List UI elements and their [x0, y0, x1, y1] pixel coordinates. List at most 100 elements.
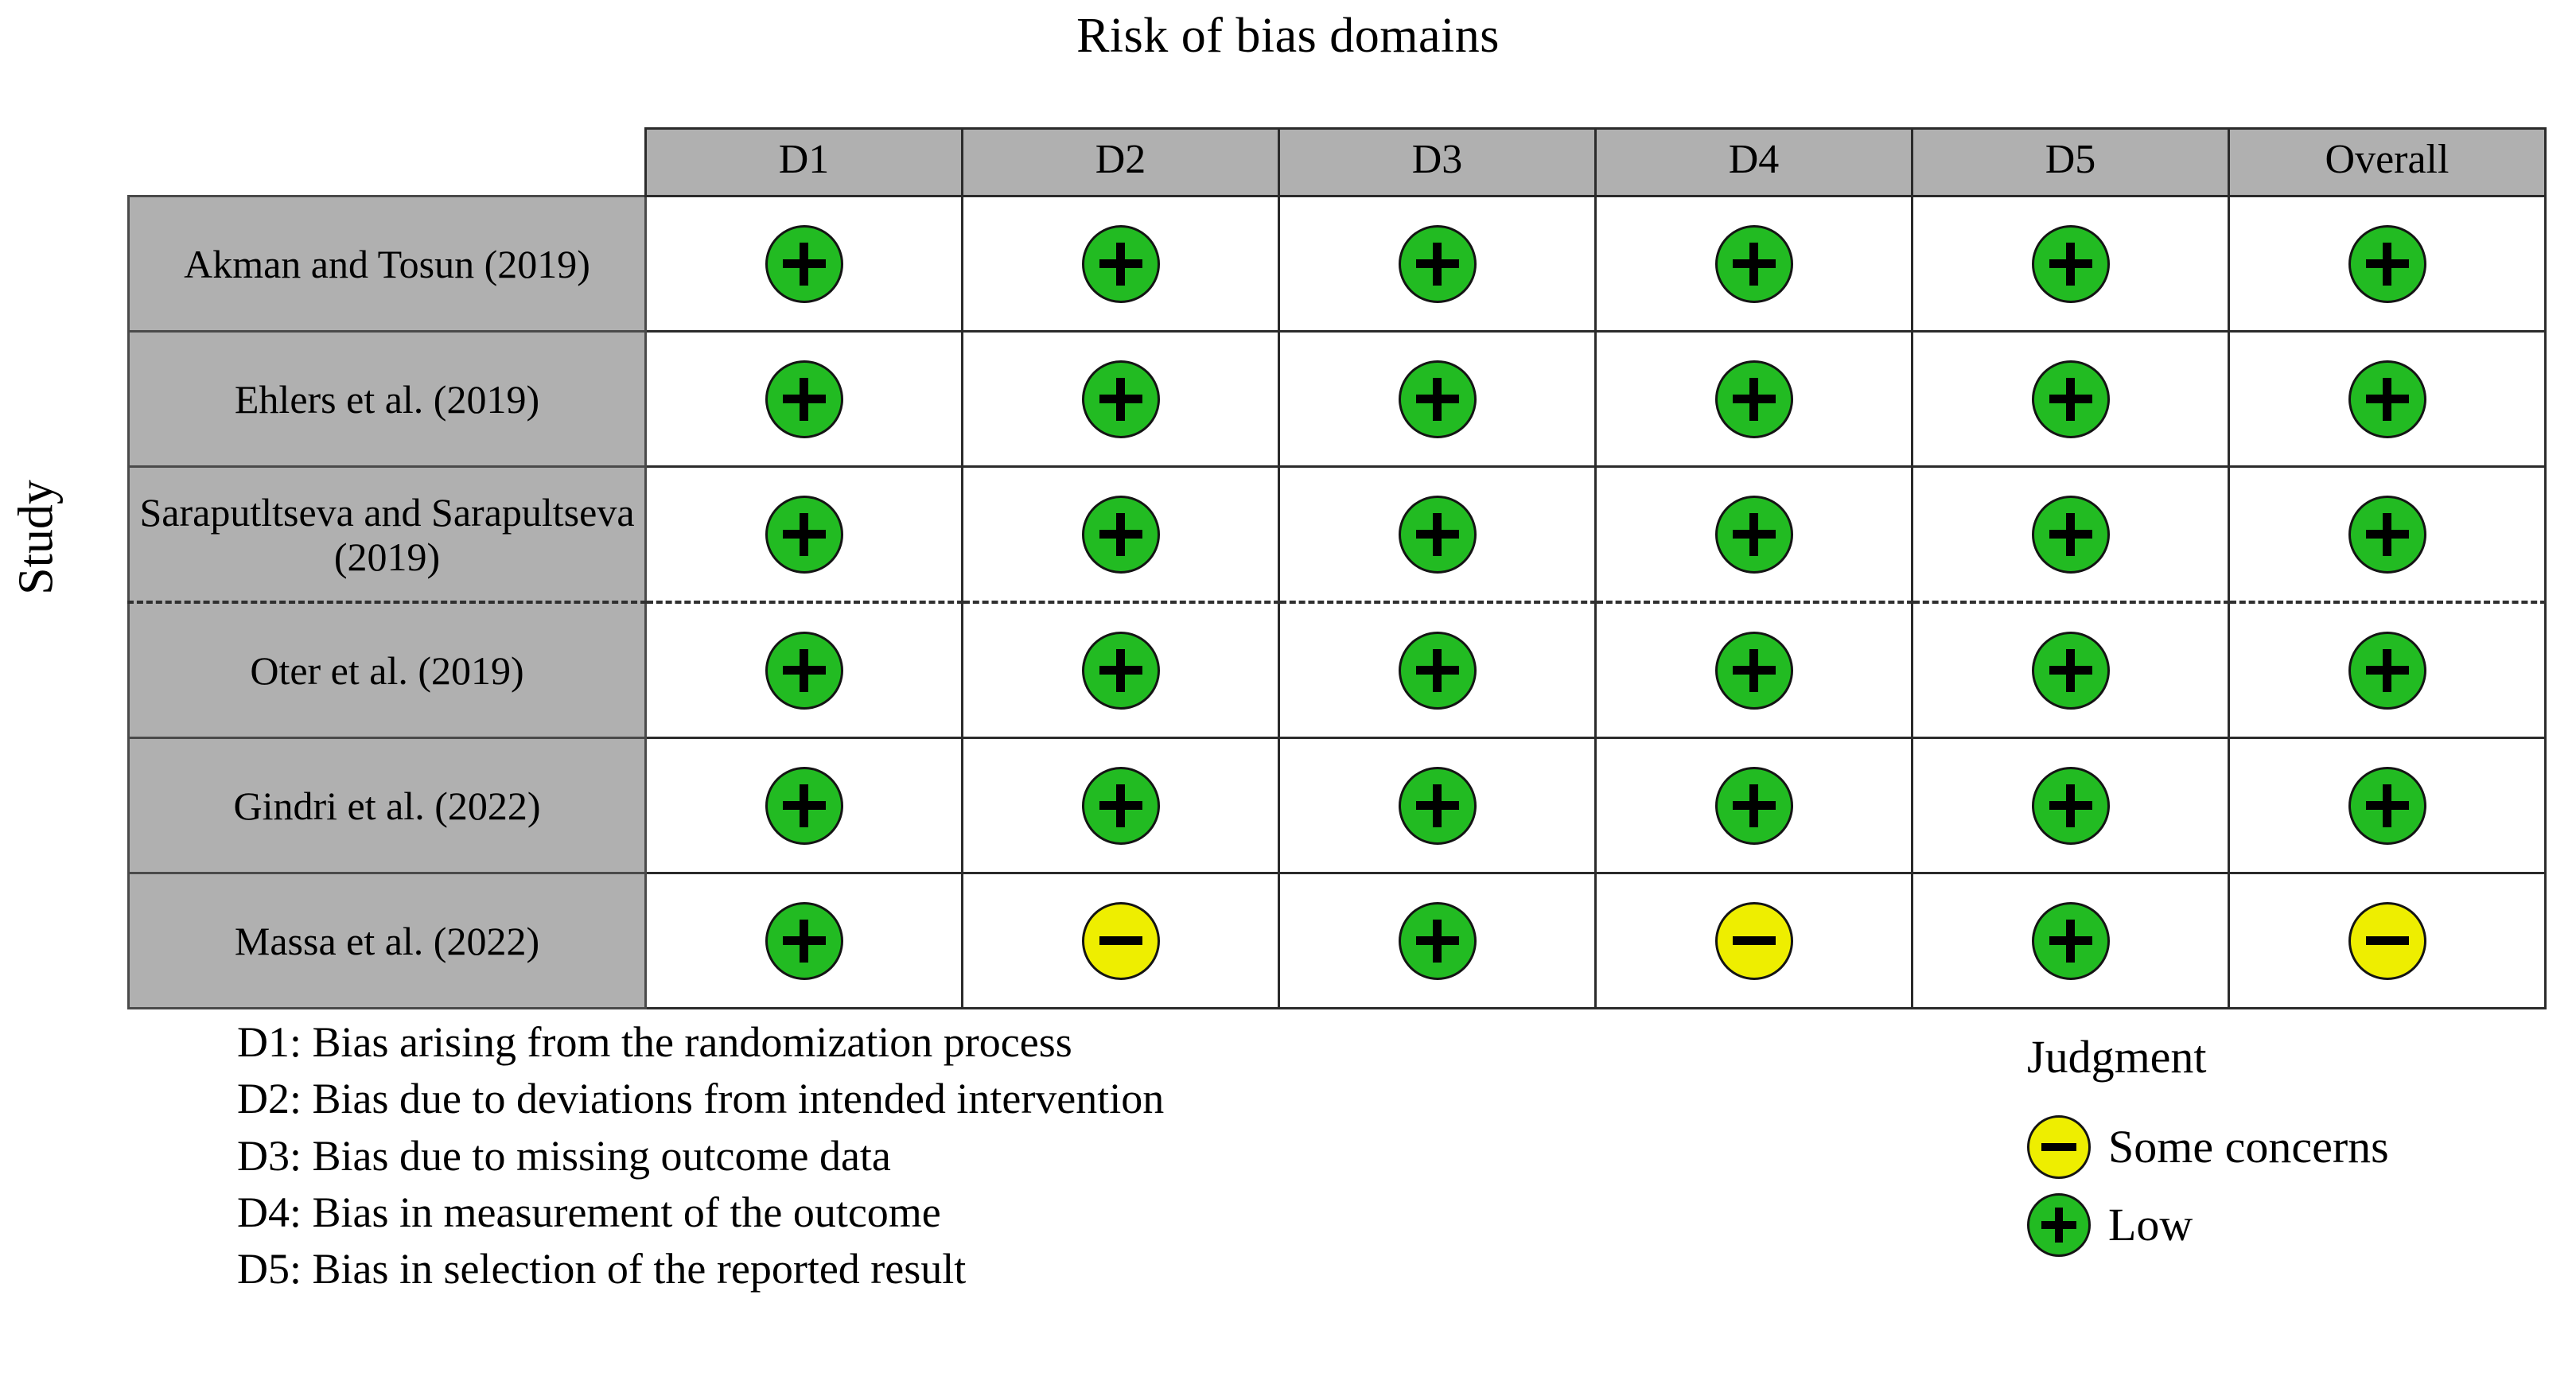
judgement-cell-d5[interactable] — [1911, 737, 2230, 874]
page-title: Risk of bias domains — [1076, 9, 1500, 63]
judgement-cell-d3[interactable] — [1278, 737, 1597, 874]
judgement-cell-d1[interactable] — [644, 330, 963, 468]
judgement-cell-d2[interactable] — [961, 601, 1280, 739]
judgement-cell-d3[interactable] — [1278, 330, 1597, 468]
table-row: Saraputltseva and Sarapultseva (2019) — [127, 465, 2547, 604]
study-label: Gindri et al. (2022) — [127, 737, 647, 874]
judgement-cell-d5[interactable] — [1911, 195, 2230, 333]
table-row: Oter et al. (2019) — [127, 601, 2547, 739]
judgement-cell-d3[interactable] — [1278, 601, 1597, 739]
table-row: Massa et al. (2022) — [127, 872, 2547, 1009]
judgement-cell-overall[interactable] — [2228, 465, 2547, 604]
judgement-cell-d5[interactable] — [1911, 601, 2230, 739]
column-header-d3[interactable]: D3 — [1278, 127, 1597, 197]
judgement-cell-d5[interactable] — [1911, 330, 2230, 468]
judgement-cell-d1[interactable] — [644, 872, 963, 1009]
judgement-low-icon — [2031, 901, 2110, 980]
judgement-low-icon — [2031, 766, 2110, 845]
table-row: Akman and Tosun (2019) — [127, 195, 2547, 333]
judgement-cell-d4[interactable] — [1594, 601, 1913, 739]
judgement-cell-d5[interactable] — [1911, 465, 2230, 604]
judgement-low-icon — [1081, 766, 1160, 845]
risk-of-bias-matrix: D1 D2 D3 D4 D5 Overall Akman and Tosun (… — [127, 127, 2547, 1009]
study-label: Saraputltseva and Sarapultseva (2019) — [127, 465, 647, 604]
judgement-cell-d1[interactable] — [644, 737, 963, 874]
legend-item-some-concerns: Some concerns — [2027, 1115, 2552, 1179]
study-label: Ehlers et al. (2019) — [127, 330, 647, 468]
judgement-low-icon — [1714, 495, 1793, 574]
judgement-cell-d5[interactable] — [1911, 872, 2230, 1009]
judgement-low-icon — [1081, 224, 1160, 303]
judgement-low-icon — [1714, 766, 1793, 845]
judgement-low-icon — [2027, 1193, 2091, 1257]
legend-label-low: Low — [2108, 1199, 2193, 1250]
judgement-low-icon — [2031, 360, 2110, 438]
judgement-low-icon — [1714, 360, 1793, 438]
traffic-light-table: D1 D2 D3 D4 D5 Overall Akman and Tosun (… — [127, 127, 2547, 1009]
judgement-low-icon — [2031, 495, 2110, 574]
judgement-low-icon — [1398, 631, 1477, 710]
judgement-cell-d1[interactable] — [644, 195, 963, 333]
judgement-cell-d4[interactable] — [1594, 195, 1913, 333]
judgement-low-icon — [1081, 495, 1160, 574]
judgement-low-icon — [2348, 766, 2426, 845]
table-row: Gindri et al. (2022) — [127, 737, 2547, 874]
judgement-cell-d4[interactable] — [1594, 330, 1913, 468]
judgement-low-icon — [2348, 360, 2426, 438]
judgement-cell-d3[interactable] — [1278, 195, 1597, 333]
judgement-cell-d2[interactable] — [961, 465, 1280, 604]
judgement-cell-overall[interactable] — [2228, 195, 2547, 333]
column-header-overall[interactable]: Overall — [2228, 127, 2547, 197]
judgement-cell-d3[interactable] — [1278, 465, 1597, 604]
legend-title: Judgment — [2027, 1031, 2207, 1083]
domain-definition-d3: D3: Bias due to missing outcome data — [237, 1131, 891, 1180]
domain-definition-d5: D5: Bias in selection of the reported re… — [237, 1245, 967, 1293]
judgement-low-icon — [2348, 224, 2426, 303]
domain-definition-d2: D2: Bias due to deviations from intended… — [237, 1075, 1165, 1123]
judgement-some-concerns-icon — [1714, 901, 1793, 980]
judgement-cell-d1[interactable] — [644, 465, 963, 604]
judgement-cell-d2[interactable] — [961, 737, 1280, 874]
domain-definition-d1: D1: Bias arising from the randomization … — [237, 1018, 1072, 1066]
judgement-cell-d2[interactable] — [961, 872, 1280, 1009]
table-header-row: D1 D2 D3 D4 D5 Overall — [129, 127, 2547, 197]
column-header-d1[interactable]: D1 — [644, 127, 963, 197]
judgement-low-icon — [1398, 901, 1477, 980]
judgement-low-icon — [765, 901, 843, 980]
study-label: Oter et al. (2019) — [127, 601, 647, 739]
judgement-cell-d3[interactable] — [1278, 872, 1597, 1009]
judgement-low-icon — [765, 224, 843, 303]
legend-label-some-concerns: Some concerns — [2108, 1121, 2389, 1173]
judgement-low-icon — [765, 766, 843, 845]
y-axis-label: Study — [9, 480, 64, 595]
judgement-low-icon — [1714, 631, 1793, 710]
column-header-d5[interactable]: D5 — [1911, 127, 2230, 197]
study-label: Massa et al. (2022) — [127, 872, 647, 1009]
judgement-cell-overall[interactable] — [2228, 737, 2547, 874]
legend: Judgment Some concerns Low — [2027, 1034, 2552, 1271]
judgement-some-concerns-icon — [2027, 1115, 2091, 1179]
judgement-low-icon — [765, 495, 843, 574]
judgement-cell-d4[interactable] — [1594, 737, 1913, 874]
corner-cell — [129, 129, 646, 196]
column-header-d2[interactable]: D2 — [961, 127, 1280, 197]
judgement-cell-d1[interactable] — [644, 601, 963, 739]
judgement-low-icon — [1398, 360, 1477, 438]
judgement-cell-d2[interactable] — [961, 195, 1280, 333]
judgement-cell-overall[interactable] — [2228, 330, 2547, 468]
judgement-cell-overall[interactable] — [2228, 872, 2547, 1009]
judgement-low-icon — [765, 360, 843, 438]
judgement-cell-d2[interactable] — [961, 330, 1280, 468]
judgement-cell-d4[interactable] — [1594, 872, 1913, 1009]
judgement-low-icon — [1398, 224, 1477, 303]
judgement-cell-overall[interactable] — [2228, 601, 2547, 739]
judgement-low-icon — [765, 631, 843, 710]
judgement-low-icon — [2031, 224, 2110, 303]
judgement-low-icon — [1714, 224, 1793, 303]
judgement-low-icon — [1398, 766, 1477, 845]
judgement-low-icon — [2348, 631, 2426, 710]
domain-definitions: D1: Bias arising from the randomization … — [237, 1014, 1164, 1297]
judgement-cell-d4[interactable] — [1594, 465, 1913, 604]
judgement-low-icon — [1398, 495, 1477, 574]
column-header-d4[interactable]: D4 — [1594, 127, 1913, 197]
